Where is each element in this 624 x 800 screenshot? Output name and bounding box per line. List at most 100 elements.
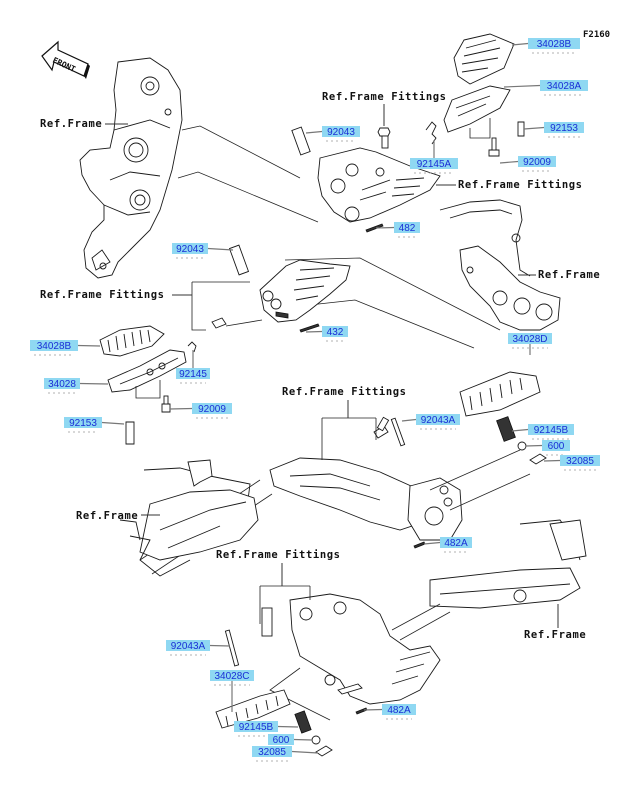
part-callout-482[interactable]: 482 [375,222,420,238]
part-number-badge[interactable] [64,417,102,428]
part-number-text[interactable]: 34028A [547,81,582,92]
part-number-text[interactable]: 600 [273,735,290,746]
part-callout-32085[interactable]: 32085 [252,746,319,762]
part-number-badge[interactable] [560,455,600,466]
part-number-text[interactable]: 92145B [534,425,569,436]
part-number-text[interactable]: 92145B [239,722,274,733]
part-number-badge[interactable] [252,746,292,757]
part-number-text[interactable]: 92043A [171,641,206,652]
part-callout-34028b[interactable]: 34028B [30,340,101,356]
part-callout-92145[interactable]: 92145 [176,350,210,384]
part-number-badge[interactable] [528,38,580,49]
mid-right-footpeg-art [459,371,547,465]
left-bracket-art [191,244,351,333]
part-number-badge[interactable] [394,222,420,233]
part-number-badge[interactable] [192,403,232,414]
part-number-text[interactable]: 92153 [550,123,578,134]
svg-text:Ref.Frame Fittings: Ref.Frame Fittings [322,91,447,103]
callout-leader-line [401,418,417,422]
part-number-badge[interactable] [268,734,294,745]
part-callout-32085[interactable]: 32085 [543,455,600,471]
part-number-text[interactable]: 482A [444,538,468,549]
frame-top-left-art [79,57,183,279]
part-number-badge[interactable] [322,326,348,337]
part-number-text[interactable]: 32085 [258,747,286,758]
callout-leader-line [277,725,299,728]
part-number-badge[interactable] [542,440,570,451]
part-number-badge[interactable] [540,80,588,91]
part-number-text[interactable]: 92043A [421,415,456,426]
part-number-badge[interactable] [322,126,360,137]
part-number-badge[interactable] [234,721,278,732]
part-number-text[interactable]: 482 [399,223,416,234]
part-callout-92043a[interactable]: 92043A [166,640,231,656]
part-callout-92145a[interactable]: 92145A [410,140,458,174]
svg-text:Ref.Frame Fittings: Ref.Frame Fittings [458,179,583,191]
part-number-badge[interactable] [166,640,210,651]
part-callout-92009[interactable]: 92009 [499,156,556,172]
svg-text:Ref.Frame Fittings: Ref.Frame Fittings [216,549,341,561]
part-number-badge[interactable] [508,333,552,344]
part-number-text[interactable]: 34028C [214,671,249,682]
ref-label-fittings-bottom: Ref.Frame Fittings [216,549,341,586]
part-callout-92153[interactable]: 92153 [64,417,125,433]
part-number-badge[interactable] [440,537,472,548]
part-number-text[interactable]: 34028D [512,334,547,345]
callout-leader-line [423,541,441,545]
part-number-badge[interactable] [382,704,416,715]
part-number-badge[interactable] [544,122,584,133]
part-callout-92145b[interactable]: 92145B [511,424,574,440]
part-callout-34028c[interactable]: 34028C [210,670,254,712]
part-callout-92043[interactable]: 92043 [305,126,360,142]
part-callout-92009[interactable]: 92009 [169,403,232,419]
part-number-text[interactable]: 432 [327,327,344,338]
part-callout-432[interactable]: 432 [305,326,348,342]
part-number-badge[interactable] [210,670,254,681]
callout-leader-line [363,708,383,711]
part-number-badge[interactable] [30,340,78,351]
part-number-text[interactable]: 34028 [48,379,76,390]
left-footpeg-art [99,325,197,445]
part-callout-34028b[interactable]: 34028B [511,38,580,54]
part-number-badge[interactable] [416,414,460,425]
part-number-text[interactable]: 34028B [537,39,572,50]
part-callout-34028a[interactable]: 34028A [503,80,588,96]
part-number-badge[interactable] [528,424,574,435]
callout-leader-line [79,382,109,385]
part-number-badge[interactable] [44,378,80,389]
part-number-text[interactable]: 92043 [176,244,204,255]
part-callout-92153[interactable]: 92153 [523,122,584,138]
part-number-text[interactable]: 92153 [69,418,97,429]
part-number-text[interactable]: 92009 [198,404,226,415]
callout-leader-line [305,130,323,134]
ref-label-frame-right: Ref.Frame [518,269,600,281]
part-number-text[interactable]: 92009 [523,157,551,168]
ref-label-fittings-top: Ref.Frame Fittings [322,91,447,126]
part-number-text[interactable]: 482A [387,705,411,716]
part-callout-92145b[interactable]: 92145B [234,721,299,737]
part-callout-482a[interactable]: 482A [423,537,472,553]
part-labels: 34028B 34028A 92043 92153 92145A 92009 482 9204… [30,38,600,762]
part-callout-600[interactable]: 600 [525,440,570,456]
callout-leader-line [543,459,561,462]
part-number-text[interactable]: 92145 [179,369,207,380]
part-number-text[interactable]: 92043 [327,127,355,138]
part-callout-92043[interactable]: 92043 [172,243,234,259]
callout-leader-line [293,738,313,741]
part-callout-34028d[interactable]: 34028D [508,333,552,355]
part-callout-482a[interactable]: 482A [363,704,416,720]
svg-text:Ref.Frame: Ref.Frame [76,510,138,522]
part-number-badge[interactable] [176,368,210,379]
part-callout-92043a[interactable]: 92043A [401,414,460,430]
part-number-text[interactable]: 32085 [566,456,594,467]
part-number-text[interactable]: 600 [548,441,565,452]
callout-leader-line [209,644,231,647]
part-number-text[interactable]: 34028B [37,341,72,352]
part-callout-34028[interactable]: 34028 [44,378,109,394]
part-number-badge[interactable] [172,243,208,254]
figure-id: F2160 [583,30,610,40]
callout-leader-line [101,421,125,425]
part-number-badge[interactable] [410,158,458,169]
part-number-badge[interactable] [518,156,556,167]
part-number-text[interactable]: 92145A [417,159,452,170]
